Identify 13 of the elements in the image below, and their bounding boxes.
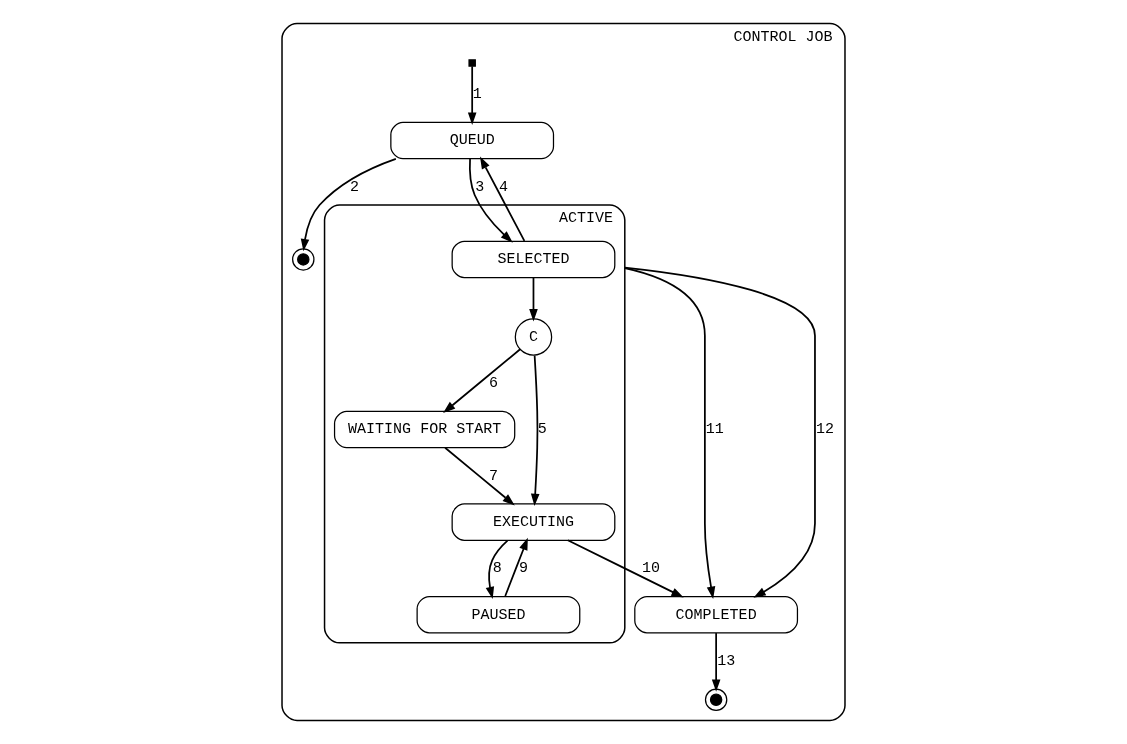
edge-label: 4 bbox=[498, 178, 508, 196]
edge-label: 7 bbox=[488, 467, 498, 485]
edge-label: 9 bbox=[518, 560, 528, 578]
edge-label: 6 bbox=[488, 375, 498, 393]
edge-label: 3 bbox=[475, 178, 485, 196]
edge-label: 12 bbox=[815, 421, 834, 439]
edge-label: 8 bbox=[492, 560, 502, 578]
edge-label: 10 bbox=[642, 560, 661, 578]
edge-label: 2 bbox=[350, 178, 360, 196]
edge-label: 1 bbox=[472, 86, 482, 104]
edge-label: 13 bbox=[717, 652, 736, 670]
edge-label: 5 bbox=[537, 421, 547, 439]
edge-label: 11 bbox=[705, 421, 724, 439]
